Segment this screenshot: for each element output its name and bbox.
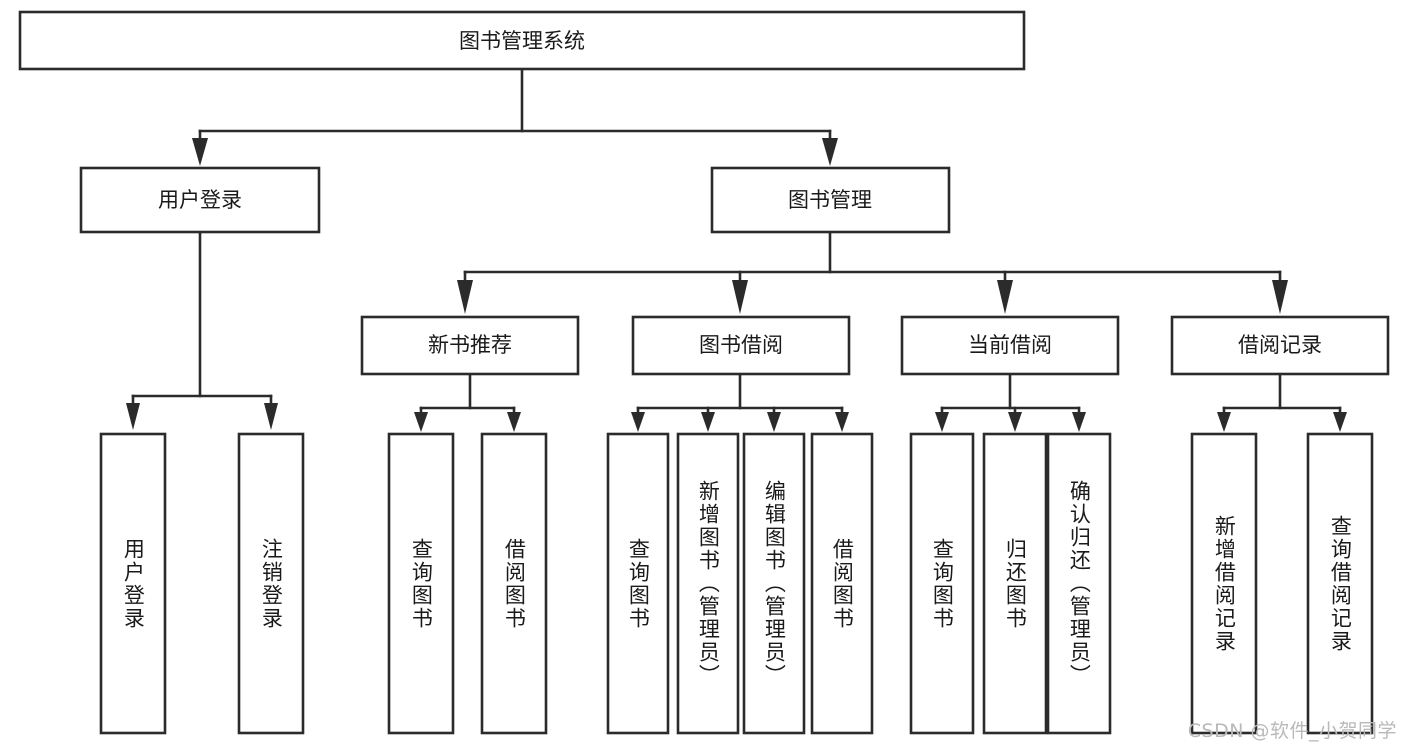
node-book-borrowing-box[interactable] (631, 315, 851, 376)
arrow-head-current-borrow (997, 280, 1013, 314)
node-new-book-recommendation-box[interactable] (360, 315, 580, 376)
leaf-boxes-group (99, 432, 1374, 735)
node-book-borrowing[interactable]: 图书借阅 (631, 315, 851, 376)
node-book-management-label: 图书管理 (788, 188, 872, 212)
arrow-head-leaf-user-login (126, 403, 140, 430)
leaf-box-edit-book-admin[interactable] (742, 432, 806, 735)
leaf-box-add-borrow-record[interactable] (1190, 432, 1258, 735)
arrow-head-newbook-leaf-2 (507, 412, 521, 432)
node-user-login-label: 用户登录 (158, 188, 242, 212)
leaf-box-logout[interactable] (237, 432, 305, 735)
node-root-label: 图书管理系统 (459, 29, 585, 53)
leaf-box-add-book-admin[interactable] (676, 432, 740, 735)
node-book-management-box[interactable] (710, 166, 951, 234)
node-book-borrowing-label: 图书借阅 (699, 333, 783, 357)
arrow-head-user-login (192, 138, 208, 166)
leaf-box-query-borrow-record[interactable] (1306, 432, 1374, 735)
leaf-box-borrow-book[interactable] (810, 432, 874, 735)
node-root[interactable]: 图书管理系统 (18, 10, 1026, 71)
arrow-head-bookborrow-leaf-2 (701, 412, 715, 432)
node-borrowing-record[interactable]: 借阅记录 (1170, 315, 1390, 376)
arrow-head-leaf-logout (264, 403, 278, 430)
leaf-box-borrow-book-newbook[interactable] (480, 432, 548, 735)
arrow-head-bookborrow-leaf-1 (631, 412, 645, 432)
leaf-box-query-book-newbook[interactable] (387, 432, 455, 735)
arrow-head-newbook-leaf-1 (414, 412, 428, 432)
arrow-head-borrowrecord-leaf-2 (1333, 412, 1347, 432)
node-current-borrowing-box[interactable] (900, 315, 1120, 376)
arrow-head-new-book-rec (457, 280, 473, 314)
arrow-head-currentborrow-leaf-3 (1072, 412, 1086, 432)
leaf-box-return-book[interactable] (982, 432, 1048, 735)
node-current-borrowing-label: 当前借阅 (968, 333, 1052, 357)
leaf-box-user-login[interactable] (99, 432, 167, 735)
connectors-group (126, 67, 1347, 432)
node-new-book-recommendation[interactable]: 新书推荐 (360, 315, 580, 376)
leaf-box-confirm-return-admin[interactable] (1046, 432, 1112, 735)
arrow-head-borrow-record (1272, 280, 1288, 314)
arrow-head-book-mgmt (822, 138, 838, 166)
node-borrowing-record-label: 借阅记录 (1238, 333, 1322, 357)
leaf-box-query-book-borrow[interactable] (606, 432, 670, 735)
node-new-book-recommendation-label: 新书推荐 (428, 333, 512, 357)
arrow-head-book-borrow (732, 280, 748, 314)
node-book-management[interactable]: 图书管理 (710, 166, 951, 234)
csdn-watermark: CSDN @软件_小贺同学 (1187, 720, 1397, 742)
arrow-head-borrowrecord-leaf-1 (1217, 412, 1231, 432)
node-root-box[interactable] (18, 10, 1026, 71)
node-user-login[interactable]: 用户登录 (79, 166, 321, 234)
arrow-head-bookborrow-leaf-4 (835, 412, 849, 432)
node-borrowing-record-box[interactable] (1170, 315, 1390, 376)
leaf-box-query-book-current[interactable] (909, 432, 975, 735)
arrow-head-bookborrow-leaf-3 (767, 412, 781, 432)
arrow-head-currentborrow-leaf-1 (935, 412, 949, 432)
node-current-borrowing[interactable]: 当前借阅 (900, 315, 1120, 376)
node-user-login-box[interactable] (79, 166, 321, 234)
arrow-head-currentborrow-leaf-2 (1008, 412, 1022, 432)
